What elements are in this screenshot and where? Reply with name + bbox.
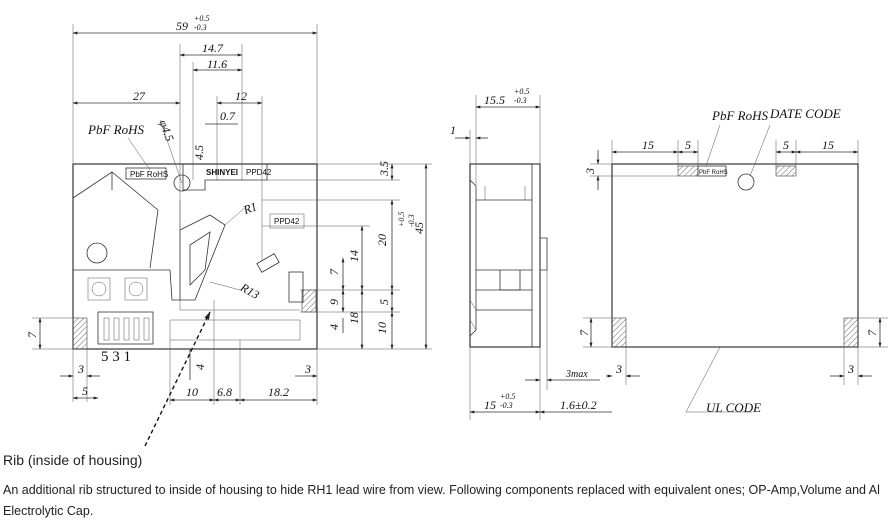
pin-numbers: 5 3 1 — [101, 349, 131, 365]
label-pbf-front: PbF RoHS — [87, 122, 144, 137]
dim-side-3max: 3max — [565, 369, 588, 380]
dim-side-top: 15.5 — [484, 93, 505, 107]
dim-back-3-left: 3 — [615, 362, 622, 376]
model-mid-mark: PPD42 — [274, 217, 300, 226]
adjuster-left-icon — [91, 281, 107, 297]
svg-text:+0.5: +0.5 — [194, 14, 209, 23]
back-view: PbF RoHS 15 5 5 15 3 PbF RoHS DATE CODE … — [577, 106, 888, 415]
dim-total-width: 59 — [176, 19, 188, 33]
dim-back-3-right: 3 — [847, 362, 854, 376]
rib-pointer-arrow — [144, 311, 211, 447]
lead-frame — [288, 271, 304, 303]
dim-18-2: 18.2 — [268, 385, 289, 399]
back-pad-right — [775, 165, 797, 177]
dim-side-bottom: 15 — [484, 398, 496, 412]
label-date-code: DATE CODE — [769, 106, 841, 121]
heater-channel — [72, 171, 159, 269]
sticker-back — [697, 165, 727, 177]
date-code-hole — [737, 173, 755, 191]
dim-height-45: 45 — [412, 222, 426, 234]
dim-4-5: 4.5 — [192, 145, 206, 160]
dim-back-5a: 5 — [685, 138, 691, 152]
dim-11-6: 11.6 — [207, 57, 227, 71]
back-foot-left — [611, 317, 627, 348]
dim-3-5: 3.5 — [377, 161, 391, 177]
svg-text:+0.5: +0.5 — [514, 87, 529, 96]
svg-text:-0.3: -0.3 — [407, 214, 416, 227]
dim-10-right: 10 — [375, 322, 389, 334]
svg-text:+0.5: +0.5 — [397, 212, 406, 227]
adjuster-right-icon — [128, 281, 144, 297]
dim-9: 9 — [327, 299, 341, 305]
side-body-outline — [469, 163, 541, 348]
dim-27: 27 — [133, 89, 146, 103]
dim-4-bottom: 4 — [193, 364, 207, 370]
dim-7-left: 7 — [25, 331, 39, 338]
back-pad-left — [677, 165, 699, 177]
side-view: 15.5 +0.5 -0.3 1 3max 15 +0.5 -0.3 1.6±0… — [450, 87, 612, 420]
dim-5-left: 5 — [82, 384, 88, 398]
dim-18: 18 — [347, 312, 361, 324]
dim-back-15b: 15 — [822, 138, 834, 152]
foot-left — [72, 317, 88, 350]
svg-text:-0.3: -0.3 — [514, 96, 527, 105]
side-pcb-tab — [540, 237, 548, 271]
dim-6-8: 6.8 — [217, 385, 232, 399]
mounting-hole — [173, 174, 191, 192]
dim-back-3: 3 — [583, 168, 597, 175]
sticker-front — [125, 167, 167, 180]
label-pbf-back: PbF RoHS — [711, 108, 768, 123]
caption-title: Rib (inside of housing) — [3, 452, 143, 468]
back-foot-right — [843, 317, 859, 348]
dim-back-5b: 5 — [783, 138, 789, 152]
dim-14: 14 — [347, 250, 361, 262]
back-body-outline — [611, 163, 859, 348]
dim-back-7-right: 7 — [865, 329, 879, 336]
dim-14-7: 14.7 — [202, 41, 224, 55]
front-view: PbF RoHS SHINYEI PPD42 PPD42 5 3 1 59 +0… — [25, 14, 432, 405]
dim-back-15a: 15 — [642, 138, 654, 152]
dim-12: 12 — [235, 89, 247, 103]
front-top-notch — [182, 164, 268, 191]
dim-side-1: 1 — [450, 123, 456, 137]
dim-0-7: 0.7 — [220, 109, 236, 123]
dim-3-bottomright: 3 — [304, 362, 311, 376]
svg-text:+0.5: +0.5 — [500, 392, 515, 401]
caption-body: An additional rib structured to inside o… — [3, 483, 880, 518]
foot-right — [301, 289, 317, 313]
connector — [97, 311, 154, 345]
dim-10-bottom: 10 — [186, 385, 198, 399]
model-top-mark: PPD42 — [246, 168, 272, 177]
dim-5: 5 — [377, 299, 391, 305]
shinyei-mark: SHINYEI — [206, 168, 238, 177]
dim-3-left: 3 — [77, 362, 84, 376]
sticker-back-text: PbF RoHS — [699, 170, 728, 176]
dim-4-small: 4 — [327, 324, 341, 330]
svg-text:-0.3: -0.3 — [194, 23, 207, 32]
svg-text:-0.3: -0.3 — [500, 401, 513, 410]
sticker-front-text: PbF RoHS — [130, 170, 168, 179]
slot — [256, 253, 280, 273]
dim-7-right: 7 — [327, 268, 341, 275]
volume-hole — [86, 242, 108, 264]
front-housing-outline — [72, 163, 318, 350]
dim-r1: R1 — [241, 199, 259, 217]
dim-r13: R13 — [237, 280, 262, 302]
dim-back-7-left: 7 — [577, 329, 591, 336]
sensor-block — [179, 214, 226, 301]
label-ul-code: UL CODE — [706, 400, 761, 415]
dim-20: 20 — [375, 234, 389, 246]
dim-side-1-6: 1.6±0.2 — [560, 398, 597, 412]
